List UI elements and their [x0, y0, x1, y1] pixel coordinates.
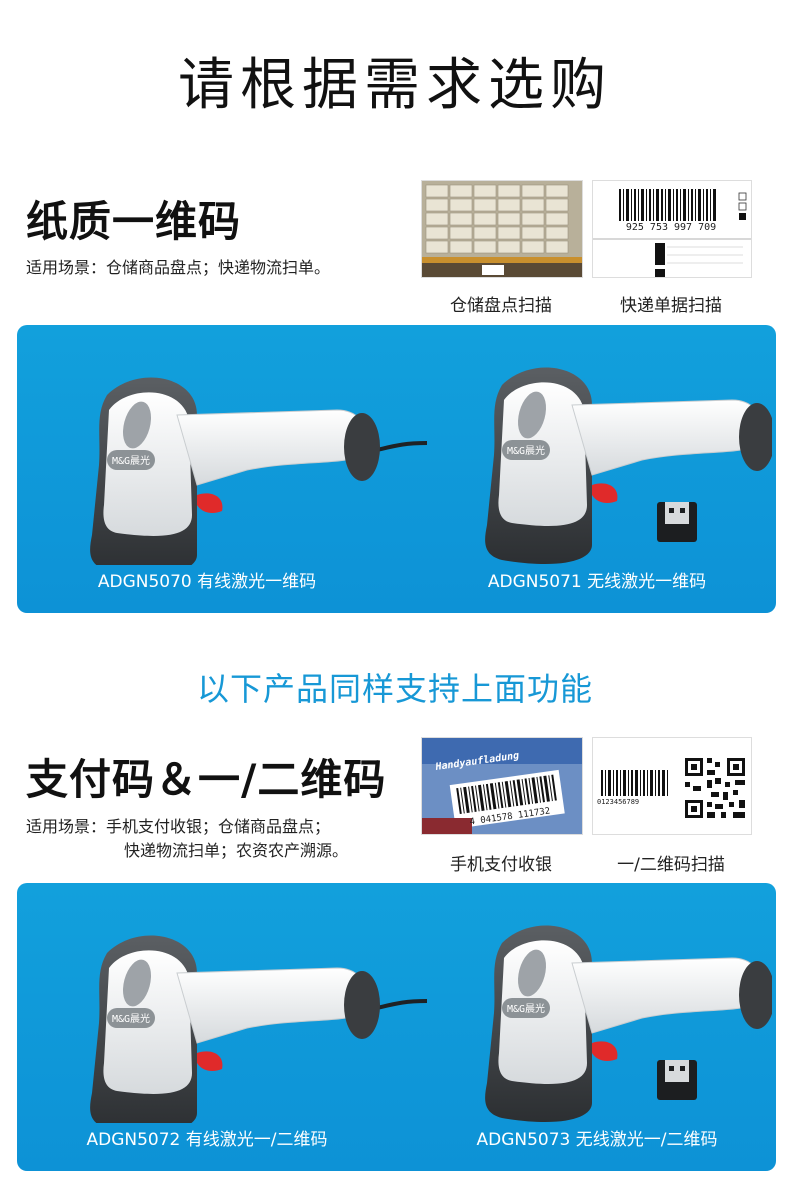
photo-caption-warehouse: 仓储盘点扫描 [450, 296, 552, 316]
page-title: 请根据需求选购 [178, 53, 612, 118]
wired-scanner-icon [89, 377, 427, 565]
photo-caption-qr-scan: 一/二维码扫描 [617, 855, 725, 875]
shipping-label-barcode-photo [592, 180, 752, 278]
section2-product-panel: ADGN5072 有线激光一/二维码 ADGN5073 无线激光一/二维码 [17, 883, 776, 1171]
photo-caption-mobile-payment: 手机支付收银 [450, 855, 552, 875]
wired-scanner-icon [89, 935, 427, 1123]
wireless-scanner-icon [484, 925, 772, 1123]
product-label-adgn5070: ADGN5070 有线激光一维码 [97, 572, 317, 592]
photo-caption-shipping: 快递单据扫描 [620, 296, 722, 316]
divider-heading: 以下产品同样支持上面功能 [196, 670, 593, 708]
section1-product-panel: ADGN5070 有线激光一维码 ADGN5071 无线激光一维码 [17, 325, 776, 613]
product-label-adgn5071: ADGN5071 无线激光一维码 [487, 572, 707, 592]
section2-scene-line2: 快递物流扫单；农资农产溯源。 [124, 841, 349, 860]
barcode-and-qr-photo [592, 737, 752, 835]
shipping-barcode-number: 925 753 997 709 [625, 222, 717, 233]
barcode-number: 0123456789 [597, 798, 640, 806]
warehouse-shelves-photo [421, 180, 583, 278]
section2-scene-line1: 适用场景：手机支付收银；仓储商品盘点； [26, 817, 331, 836]
product-label-adgn5072: ADGN5072 有线激光一/二维码 [86, 1130, 328, 1150]
section1-title: 纸质一维码 [26, 197, 242, 246]
section2-title: 支付码＆一/二维码 [26, 755, 387, 804]
section1-scene: 适用场景：仓储商品盘点；快递物流扫单。 [26, 258, 331, 277]
product-label-adgn5073: ADGN5073 无线激光一/二维码 [476, 1130, 718, 1150]
handheld-barcode-photo: Handyaufladung [421, 737, 583, 835]
wireless-scanner-icon [484, 367, 772, 565]
